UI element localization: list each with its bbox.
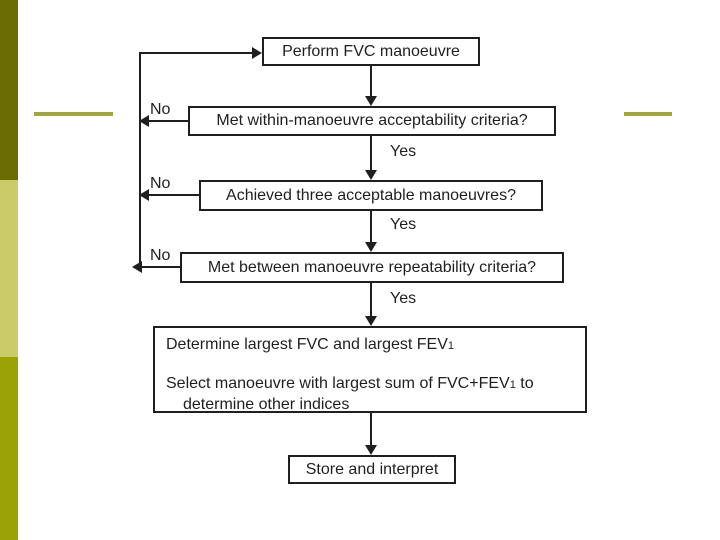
flowchart-node-determine-largest: Determine largest FVC and largest FEV1 S…	[153, 326, 587, 413]
no-label-2: No	[150, 175, 171, 192]
node-line-3: determine other indices	[183, 396, 350, 413]
accent-line-left	[34, 112, 113, 116]
left-bar-middle	[0, 180, 18, 357]
node-label: Met between manoeuvre repeatability crit…	[207, 258, 537, 276]
flow-line	[370, 413, 372, 447]
feedback-top-line	[139, 52, 253, 54]
node-label: Perform FVC manoeuvre	[282, 42, 460, 60]
arrowhead-right	[252, 47, 262, 59]
no-label-3: No	[150, 247, 171, 264]
no-line-2	[149, 194, 199, 196]
flow-line	[370, 66, 372, 98]
arrowhead-down	[365, 242, 377, 252]
node-line-2: Select manoeuvre with largest sum of FVC…	[166, 375, 534, 392]
flowchart-node-between-repeatability: Met between manoeuvre repeatability crit…	[180, 252, 564, 283]
yes-label-2: Yes	[390, 216, 417, 233]
flowchart-node-three-acceptable: Achieved three acceptable manoeuvres?	[199, 180, 543, 211]
arrowhead-down	[365, 445, 377, 455]
arrowhead-left	[139, 115, 149, 127]
fev1-subscript: 1	[447, 340, 455, 352]
arrowhead-down	[365, 316, 377, 326]
flow-line	[370, 136, 372, 172]
no-line-3	[142, 266, 180, 268]
arrowhead-left	[132, 261, 142, 273]
flow-line	[370, 211, 372, 244]
left-bar-top	[0, 0, 18, 180]
flow-line	[370, 283, 372, 318]
no-label-1: No	[150, 101, 171, 118]
flowchart-node-store-interpret: Store and interpret	[288, 455, 456, 484]
arrowhead-left	[139, 189, 149, 201]
arrowhead-down	[365, 96, 377, 106]
fev1-subscript: 1	[509, 379, 516, 391]
feedback-loop-line	[139, 52, 141, 268]
yes-label-1: Yes	[390, 143, 417, 160]
node-label: Achieved three acceptable manoeuvres?	[226, 186, 516, 204]
arrowhead-down	[365, 170, 377, 180]
accent-line-right	[624, 112, 672, 116]
yes-label-3: Yes	[390, 290, 417, 307]
node-label: Met within-manoeuvre acceptability crite…	[216, 112, 528, 129]
flowchart-node-within-acceptability: Met within-manoeuvre acceptability crite…	[188, 106, 556, 136]
node-line-1: Determine largest FVC and largest FEV1	[166, 336, 455, 353]
node-label: Store and interpret	[305, 460, 439, 478]
flowchart-node-perform-fvc: Perform FVC manoeuvre	[262, 37, 480, 66]
left-bar-bottom	[0, 357, 18, 540]
no-line-1	[149, 120, 188, 122]
